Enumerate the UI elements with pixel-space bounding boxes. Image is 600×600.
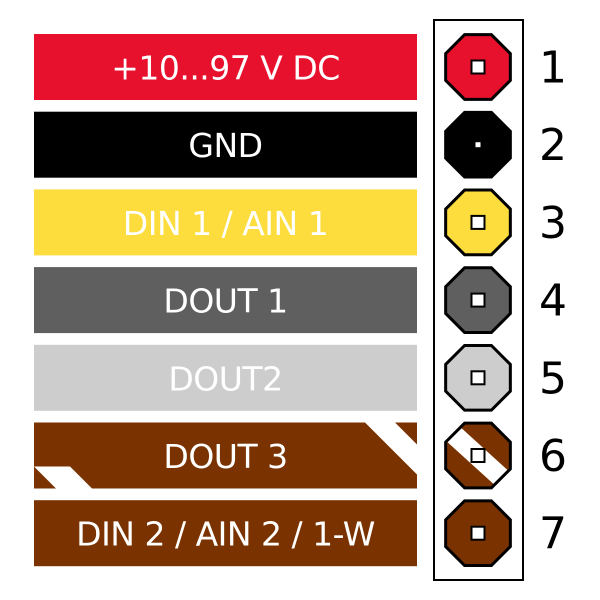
pin-hole [470, 525, 486, 541]
pin-hole [470, 214, 486, 230]
pin-5 [444, 343, 512, 412]
pin-hole [470, 448, 486, 463]
wire-2: GND [34, 111, 417, 178]
wire-bar [34, 111, 417, 178]
wire-bar [34, 189, 417, 256]
pin-1 [444, 33, 512, 101]
wire-stripes [34, 422, 417, 489]
pin-number: 5 [539, 353, 567, 404]
wire-4: DOUT 1 [34, 267, 417, 334]
wire-label: GND [188, 126, 262, 165]
wire-bar [34, 422, 417, 489]
pin-3 [444, 188, 512, 257]
pin-number: 7 [539, 509, 567, 560]
wire-bar [34, 500, 417, 567]
pin-numbers: 1 2 3 4 5 6 7 [539, 43, 567, 560]
pin-hole [470, 292, 486, 308]
pin-hole [473, 140, 483, 150]
connector-pins [444, 33, 512, 568]
wire-label: DOUT 1 [163, 282, 287, 321]
wire-label: DIN 2 / AIN 2 / 1-W [76, 515, 375, 554]
pin-2 [444, 110, 512, 179]
pin-hole [470, 370, 486, 386]
pin-number: 6 [539, 431, 567, 482]
wire-label: DOUT 3 [163, 437, 287, 476]
wire-3: DIN 1 / AIN 1 [34, 189, 417, 256]
wire-bar [34, 344, 417, 411]
wire-bar [34, 34, 417, 100]
pin-6 [444, 421, 512, 490]
wire-7: DIN 2 / AIN 2 / 1-W [34, 500, 417, 567]
wire-label: DIN 1 / AIN 1 [123, 204, 328, 243]
pin-hole [470, 59, 486, 75]
wire-list: +10...97 V DC GND DIN 1 / AIN 1 DOUT 1 DOUT2… [34, 34, 417, 567]
pin-7 [444, 499, 512, 568]
wire-5: DOUT2 [34, 344, 417, 411]
stripe [365, 422, 417, 475]
pin-number: 4 [539, 276, 567, 327]
wire-1: +10...97 V DC [34, 34, 417, 100]
pin-number: 3 [539, 198, 567, 249]
wire-6: DOUT 3 [34, 422, 417, 489]
wire-label: +10...97 V DC [111, 49, 340, 88]
pin-number: 1 [539, 43, 567, 94]
wire-bar [34, 267, 417, 334]
pin-number: 2 [539, 120, 567, 171]
pin-4 [444, 266, 512, 334]
wire-label: DOUT2 [168, 359, 282, 398]
stripe [34, 466, 92, 489]
